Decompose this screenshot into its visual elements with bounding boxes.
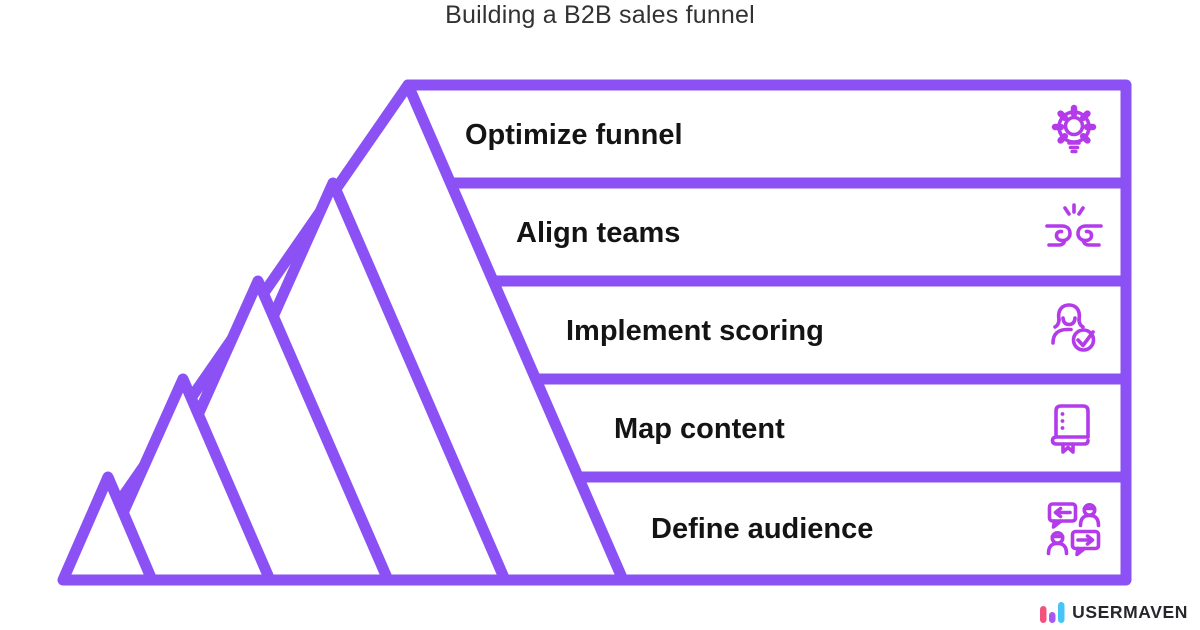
stage-label-5: Define audience xyxy=(651,513,873,545)
stage-label-2: Align teams xyxy=(516,217,680,249)
gear-lightbulb-icon xyxy=(1051,104,1097,154)
funnel-triangle-4 xyxy=(87,373,276,586)
funnel-outer-border xyxy=(59,79,1132,586)
page-title: Building a B2B sales funnel xyxy=(445,1,755,29)
usermaven-logo-mark xyxy=(1040,602,1065,623)
usermaven-logo: USERMAVEN xyxy=(1040,599,1188,625)
stage-label-3: Implement scoring xyxy=(566,315,824,347)
funnel-triangle-5 xyxy=(57,471,158,586)
usermaven-logo-text: USERMAVEN xyxy=(1072,601,1188,622)
people-chat-icon xyxy=(1046,502,1101,557)
fist-bump-icon xyxy=(1045,203,1103,247)
stage-label-1: Optimize funnel xyxy=(465,119,683,151)
person-check-icon xyxy=(1051,303,1096,352)
book-bookmark-icon xyxy=(1050,404,1090,454)
stage-label-4: Map content xyxy=(614,413,785,445)
